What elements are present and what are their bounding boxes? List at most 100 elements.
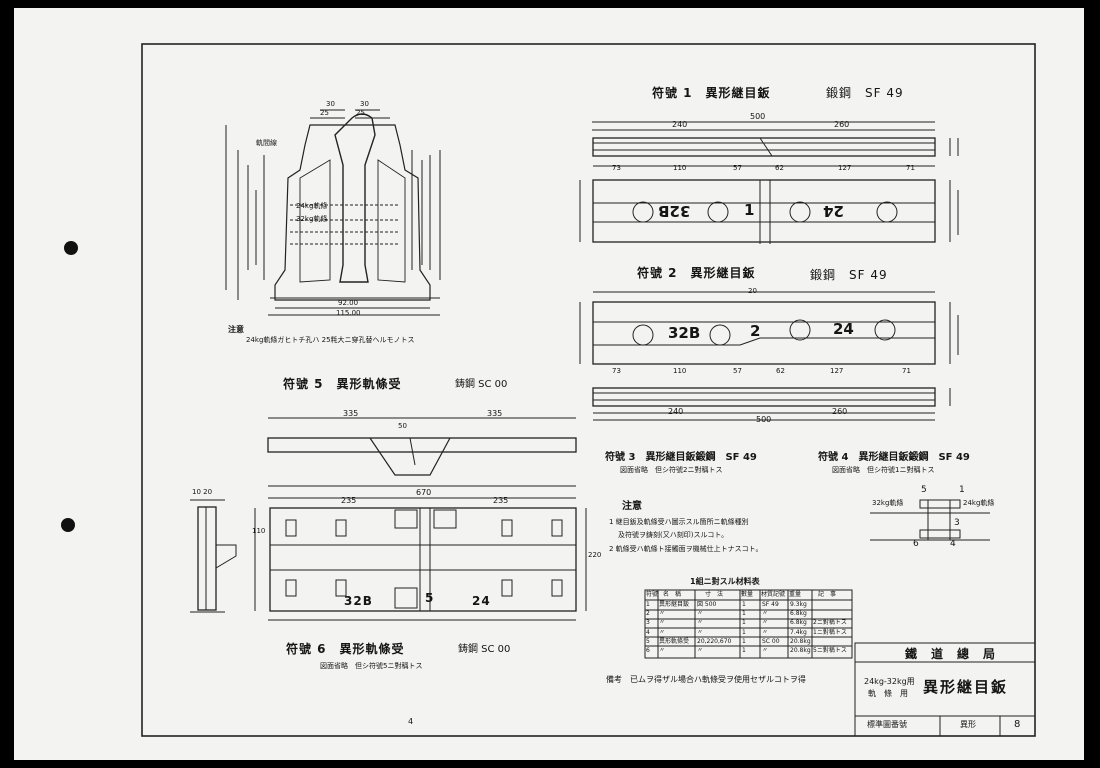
punch-hole-top [64,241,78,255]
p2-dim-71: 71 [902,367,911,375]
part5-title: 符號 5 異形軌條受 [283,377,402,391]
sec-dim-115: 115.00 [336,309,361,317]
p5-dim-670: 670 [416,488,432,497]
table-cell: 〃 [659,619,666,627]
notes-line2: 及符號ヲ鋳刻(又ハ刻印)スルコト。 [618,531,729,539]
p1-dim-71: 71 [906,164,915,172]
table-cell: 7.4kg [790,628,807,636]
part2-plates [579,291,959,421]
p2-dim-73: 73 [612,367,621,375]
part4-note: 図面省略 但シ符號1ニ對稱トス [832,466,935,474]
part2-title: 符號 2 異形継目鈑 [637,266,756,280]
p2-mark-24: 24 [833,320,854,338]
table-cell: 9.3kg [790,601,807,608]
table-cell: 〃 [659,610,666,618]
sec-label-24kg: 24kg軌條 [296,202,328,210]
p2-dim-240: 240 [668,407,684,416]
table-cell: 異形継目鈑 [659,601,690,608]
table-cell: 図 500 [697,601,717,608]
p5-dim-110: 110 [252,527,266,535]
table-cell: 〃 [659,647,666,654]
p2-mark-2: 2 [750,322,761,340]
sd-label-left: 32kg軌條 [872,499,904,507]
sec-dim-92: 92.00 [338,299,359,307]
part3-title: 符號 3 異形継目鈑鍛鋼 SF 49 [605,452,757,463]
notes-top-line1: 24kg軌條ガヒトチ孔ハ 25粍大ニ穿孔替ヘルモノトス [246,336,415,344]
notes-heading: 注意 [622,501,642,512]
part3-note: 図面省略 但シ符號2ニ對稱トス [620,466,723,474]
p1-dim-62: 62 [775,164,784,172]
table-cell: 〃 [762,647,769,654]
p1-mark-32b: 32B [658,202,691,220]
table-header: 符號 名 稱 寸 法 數量 材質記號 重量 記 事 [645,591,852,600]
table-row: 5 異形軌條受 20,220,670 1 SC 00 20.8kg [645,638,852,647]
th-0: 符號 [646,591,659,598]
table-cell: 〃 [697,619,704,627]
table-cell: 1 [742,628,746,636]
table-cell: 〃 [762,628,769,636]
table-cell: 1ニ對稱トス [813,628,847,636]
th-4: 材質記號 [761,591,786,598]
table-cell: 1 [742,610,746,618]
notes-line1: 1 継目鈑及軌條受ハ圖示スル箇所ニ軌條種別 [609,518,749,526]
table-row: 2〃 〃1〃6.8kg [645,610,852,619]
part1-material: 鍛鋼 SF 49 [826,86,904,100]
th-3: 數量 [741,591,754,598]
notes-line3: 2 軌條受ハ軌條ト接觸面ヲ機械仕上トナスコト。 [609,545,763,553]
part4-title: 符號 4 異形継目鈑鍛鋼 SF 49 [818,452,970,463]
th-1: 名 稱 [663,591,682,598]
table-cell: 〃 [697,610,704,618]
table-cell: 異形軌條受 [659,637,690,645]
part5-drawing [190,417,587,621]
th-6: 記 事 [818,591,837,598]
p1-dim-57: 57 [733,164,742,172]
table-cell: SF 49 [762,601,779,608]
notes-top-heading: 注意 [228,325,244,334]
part5-material: 鋳鋼 SC 00 [455,379,508,390]
part1-plates [579,121,959,244]
th-5: 重量 [789,591,802,598]
p2-dim-62: 62 [776,367,785,375]
p1-mark-1: 1 [744,201,755,219]
p2-dim-57: 57 [733,367,742,375]
p1-dim-500: 500 [750,112,766,121]
table-cell: 1 [742,637,746,645]
p1-dim-73: 73 [612,164,621,172]
p5-dim-235a: 235 [341,496,357,505]
p5-dim-220: 220 [588,551,602,559]
sd-label-4: 4 [950,539,956,549]
p5-dim-10-20: 10 20 [192,488,213,496]
table-title: 1組ニ對スル材料表 [690,577,760,586]
page-mark: 4 [408,717,414,726]
p2-dim-110: 110 [673,367,687,375]
p2-mark-32b: 32B [668,324,701,342]
table-cell: SC 00 [762,637,780,645]
table-cell: 5 [646,637,650,645]
p1-mark-24: 24 [823,202,844,220]
paper [14,8,1084,760]
p2-dim-127: 127 [830,367,844,375]
table-cell: 20.8kg [790,647,811,654]
p5-mark-32b: 32B [344,594,373,608]
p5-dim-50: 50 [398,422,407,430]
table-cell: 1 [646,601,650,608]
table-cell: 6 [646,647,650,654]
p5-dim-235b: 235 [493,496,509,505]
table-cell: 20,220,670 [697,637,732,645]
tb-org: 鐵 道 總 局 [905,647,997,661]
table-cell: 20.8kg [790,637,811,645]
table-cell: 3 [646,619,650,627]
part2-material: 鍛鋼 SF 49 [810,268,888,282]
part6-material: 鋳鋼 SC 00 [458,644,511,655]
table-cell: 〃 [659,628,666,636]
rail-cross-section [225,109,441,316]
table-cell: 1 [742,647,746,654]
table-cell: 2ニ對稱トス [813,619,847,627]
table-cell: 6.8kg [790,610,807,618]
p5-mark-5: 5 [425,591,435,605]
sec-dim-30b: 30 [360,100,369,108]
p2-dim-260: 260 [832,407,848,416]
